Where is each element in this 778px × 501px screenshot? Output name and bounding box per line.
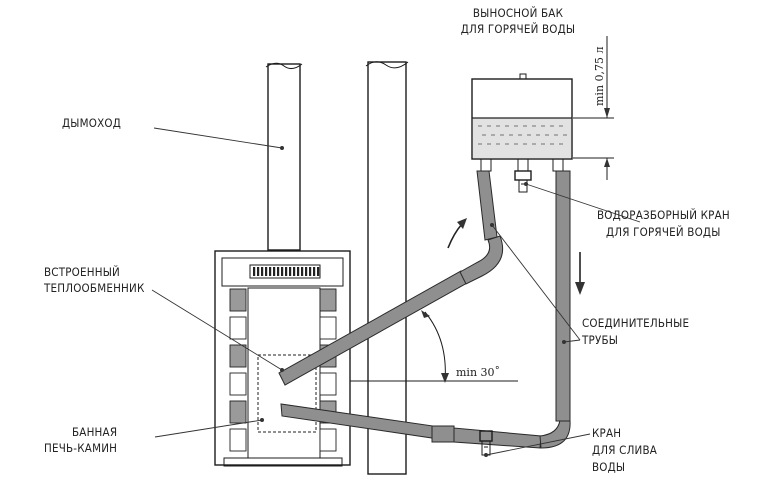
grille-slot — [305, 267, 308, 276]
level-label: min 0,75 л — [593, 46, 606, 106]
flow-arrow-up-icon — [447, 218, 467, 249]
leader-lines — [151, 127, 641, 457]
grille-slot — [289, 267, 292, 276]
grille-slot — [253, 267, 256, 276]
stone-block — [319, 288, 337, 312]
angle-indicator — [350, 310, 518, 383]
grille-slot — [293, 267, 296, 276]
grille-slot — [285, 267, 288, 276]
heat-exchanger-label-line2: ТЕПЛООБМЕННИК — [43, 281, 145, 295]
tank-label-line1: ВЫНОСНОЙ БАК — [473, 5, 564, 20]
drain-tap-label-line2: ДЛЯ СЛИВА — [592, 443, 657, 457]
grille-slot — [317, 267, 320, 276]
stone-block — [229, 344, 247, 368]
grille-slot — [273, 267, 276, 276]
hot-water-tap — [514, 158, 532, 193]
stone-block — [229, 288, 247, 312]
stone-block — [319, 372, 337, 396]
grille-slot — [277, 267, 280, 276]
stove-label-line1: БАННАЯ — [72, 425, 117, 439]
stone-block — [229, 316, 247, 340]
pipes-label-line1: СОЕДИНИТЕЛЬНЫЕ — [582, 316, 689, 330]
stone-column-left — [229, 288, 247, 452]
grille-slot — [269, 267, 272, 276]
hot-water-tank — [471, 73, 573, 172]
grille-slot — [297, 267, 300, 276]
heat-exchanger-label-line1: ВСТРОЕННЫЙ — [44, 264, 120, 279]
hot-water-tap-label-line1: ВОДОРАЗБОРНЫЙ КРАН — [597, 207, 730, 222]
pipes-label-line2: ТРУБЫ — [581, 333, 618, 347]
grille-slot — [301, 267, 304, 276]
stove-label-line2: ПЕЧЬ-КАМИН — [44, 441, 117, 455]
stone-column-right — [319, 288, 337, 452]
stone-block — [319, 428, 337, 452]
grille-slot — [309, 267, 312, 276]
stone-block — [319, 316, 337, 340]
stone-block — [229, 372, 247, 396]
grille-slot — [313, 267, 316, 276]
grille-slot — [265, 267, 268, 276]
grille-slot — [261, 267, 264, 276]
sauna-stove — [214, 250, 351, 467]
vent-grille — [249, 264, 321, 279]
drain-tap-label-line1: КРАН — [592, 426, 621, 440]
grille-slot — [257, 267, 260, 276]
connecting-pipes — [278, 170, 571, 449]
chimney-pipe — [265, 62, 303, 251]
built-in-heat-exchanger — [257, 354, 317, 433]
stone-block — [229, 400, 247, 424]
tank-label-line2: ДЛЯ ГОРЯЧЕЙ ВОДЫ — [461, 21, 576, 36]
angle-label: min 30˚ — [456, 366, 500, 379]
drain-tap-label-line3: ВОДЫ — [592, 460, 625, 474]
wall-column — [365, 61, 409, 475]
chimney-label: ДЫМОХОД — [62, 116, 121, 130]
tank-water — [473, 118, 571, 158]
flow-arrow-down-icon — [575, 252, 585, 295]
hot-water-tap-label-line2: ДЛЯ ГОРЯЧЕЙ ВОДЫ — [606, 224, 721, 239]
stone-block — [229, 428, 247, 452]
level-dimension — [573, 36, 614, 180]
grille-slot — [281, 267, 284, 276]
